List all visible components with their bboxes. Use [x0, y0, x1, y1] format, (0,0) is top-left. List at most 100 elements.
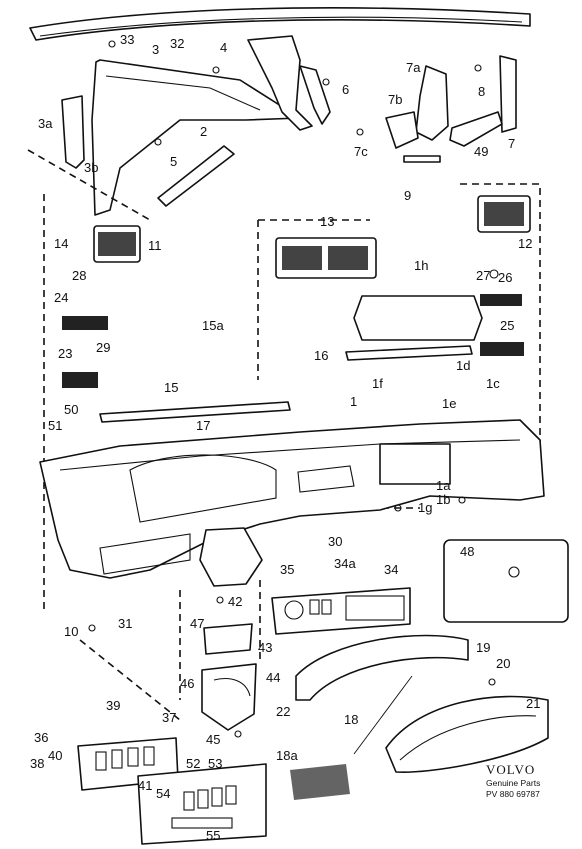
screw-9: [403, 155, 441, 163]
callout-label-12: 12: [518, 236, 532, 251]
callout-label-34: 34: [384, 562, 398, 577]
switch-panel-52: [137, 763, 267, 845]
callout-label-28: 28: [72, 268, 86, 283]
strut-left: [61, 95, 85, 169]
callout-label-1: 1: [350, 394, 357, 409]
bracket-7a: [415, 65, 449, 141]
switch-panel: [271, 587, 411, 635]
bracket-49: [449, 111, 503, 147]
callout-label-32: 32: [170, 36, 184, 51]
callout-label-34a: 34a: [334, 556, 356, 571]
callout-label-16: 16: [314, 348, 328, 363]
callout-label-38: 38: [30, 756, 44, 771]
callout-label-22: 22: [276, 704, 290, 719]
callout-label-37: 37: [162, 710, 176, 725]
callout-label-7c: 7c: [354, 144, 368, 159]
callout-label-31: 31: [118, 616, 132, 631]
callout-label-15: 15: [164, 380, 178, 395]
callout-label-10: 10: [64, 624, 78, 639]
callout-label-17: 17: [196, 418, 210, 433]
radio-slot: [379, 443, 451, 485]
console-44: [201, 663, 257, 731]
callout-label-7: 7: [508, 136, 515, 151]
bracket-6: [299, 65, 331, 125]
callout-label-5: 5: [170, 154, 177, 169]
trim-strip-15: [99, 401, 291, 423]
upper-bracket: [247, 35, 313, 131]
callout-label-24: 24: [54, 290, 68, 305]
callout-label-2: 2: [200, 124, 207, 139]
cluster-frame-18: [295, 634, 469, 701]
callout-label-25: 25: [500, 318, 514, 333]
fasteners: [88, 40, 499, 738]
grille-25: [480, 342, 524, 356]
bracket-43: [203, 623, 253, 655]
callout-label-27: 27: [476, 268, 490, 283]
callout-label-13: 13: [320, 214, 334, 229]
callout-label-40: 40: [48, 748, 62, 763]
windshield-rail: [29, 7, 531, 41]
callout-label-4: 4: [220, 40, 227, 55]
callout-label-23: 23: [58, 346, 72, 361]
callout-label-21: 21: [526, 696, 540, 711]
callout-label-52: 52: [186, 756, 200, 771]
grille-24: [62, 316, 108, 330]
callout-label-54: 54: [156, 786, 170, 801]
brand-line2: Genuine Parts: [486, 778, 540, 788]
brand-line3: PV 880 69787: [486, 789, 540, 799]
callout-label-3: 3: [152, 42, 159, 57]
callout-label-45: 45: [206, 732, 220, 747]
callout-label-15a: 15a: [202, 318, 224, 333]
callout-label-47: 47: [190, 616, 204, 631]
callout-label-18a: 18a: [276, 748, 298, 763]
callout-label-20: 20: [496, 656, 510, 671]
callout-label-55: 55: [206, 828, 220, 843]
callout-label-1c: 1c: [486, 376, 500, 391]
callout-label-6: 6: [342, 82, 349, 97]
callout-label-19: 19: [476, 640, 490, 655]
callout-label-1a: 1a: [436, 478, 451, 493]
pad-18a: [290, 764, 350, 800]
callout-label-44: 44: [266, 670, 280, 685]
callout-label-49: 49: [474, 144, 488, 159]
callout-label-1e: 1e: [442, 396, 456, 411]
callout-label-26: 26: [498, 270, 512, 285]
glove-box-lid: [443, 539, 569, 623]
callout-label-33: 33: [120, 32, 134, 47]
center-duct: [199, 527, 263, 587]
cluster-hood-21: [385, 695, 549, 773]
trim-strip-16: [345, 345, 473, 361]
strut-lower: [157, 145, 235, 207]
callout-label-30: 30: [328, 534, 342, 549]
callout-label-9: 9: [404, 188, 411, 203]
callout-label-1f: 1f: [372, 376, 383, 391]
callout-label-1h: 1h: [414, 258, 428, 273]
callout-label-3a: 3a: [38, 116, 53, 131]
callout-label-14: 14: [54, 236, 68, 251]
callout-label-51: 51: [48, 418, 62, 433]
callout-label-18: 18: [344, 712, 358, 727]
grille-26: [480, 294, 522, 306]
callout-label-1b: 1b: [436, 492, 450, 507]
brand-name: VOLVO: [486, 762, 535, 777]
callout-label-1d: 1d: [456, 358, 470, 373]
callout-label-39: 39: [106, 698, 120, 713]
grille-23: [62, 372, 98, 388]
callout-label-7b: 7b: [388, 92, 402, 107]
callout-label-3b: 3b: [84, 160, 98, 175]
callout-label-42: 42: [228, 594, 242, 609]
bracket-7: [499, 55, 517, 133]
callout-label-11: 11: [148, 238, 162, 253]
callout-label-36: 36: [34, 730, 48, 745]
callout-label-41: 41: [138, 778, 152, 793]
callout-label-1g: 1g: [418, 500, 432, 515]
callout-label-53: 53: [208, 756, 222, 771]
callout-label-46: 46: [180, 676, 194, 691]
callout-label-29: 29: [96, 340, 110, 355]
callout-label-8: 8: [478, 84, 485, 99]
callout-label-50: 50: [64, 402, 78, 417]
callout-label-43: 43: [258, 640, 272, 655]
